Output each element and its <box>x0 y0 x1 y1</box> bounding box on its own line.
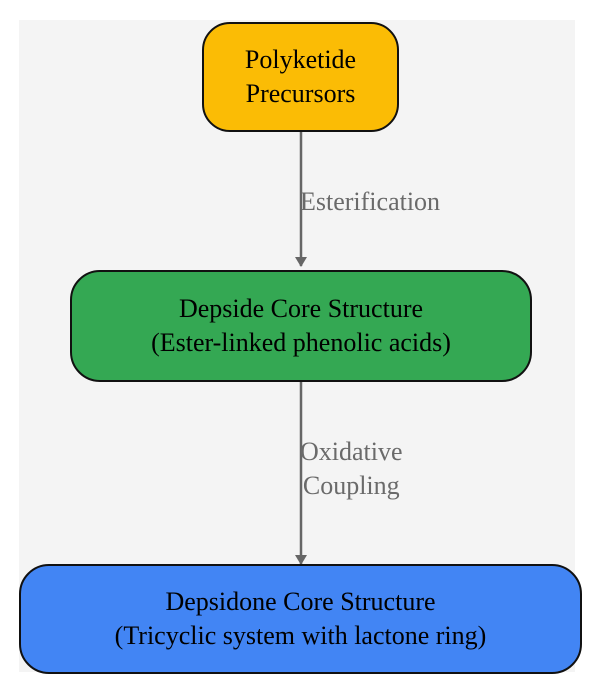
edge-label-line: Oxidative <box>300 437 403 466</box>
edge-label-esterification: Esterification <box>300 185 440 219</box>
edge-label-line: Coupling <box>302 471 400 500</box>
node-polyketide-precursors[interactable]: Polyketide Precursors <box>202 22 399 132</box>
node-label-line: Depsidone Core Structure <box>165 587 436 616</box>
node-label-line: Precursors <box>245 79 356 108</box>
node-label-line: Depside Core Structure <box>178 294 424 323</box>
node-depside-core[interactable]: Depside Core Structure (Ester-linked phe… <box>70 270 532 382</box>
node-label-line: (Tricyclic system with lactone ring) <box>114 621 487 650</box>
edge-label-line: Esterification <box>300 187 441 216</box>
node-depsidone-core[interactable]: Depsidone Core Structure (Tricyclic syst… <box>19 564 582 674</box>
node-label-line: Polyketide <box>244 45 357 74</box>
edge-label-oxidative-coupling: Oxidative Coupling <box>300 435 403 503</box>
node-label-line: (Ester-linked phenolic acids) <box>151 328 451 357</box>
